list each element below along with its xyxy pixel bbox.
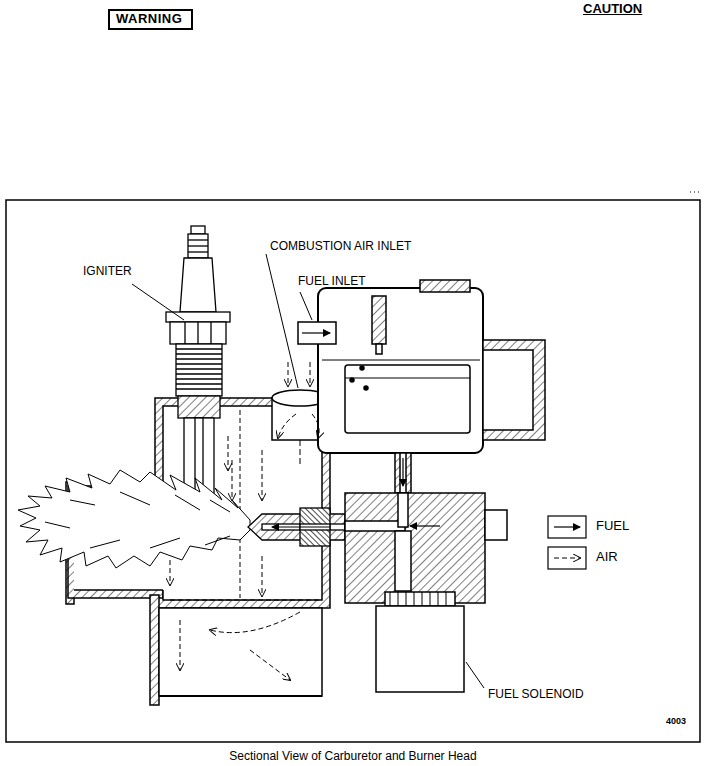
igniter-part	[191, 226, 205, 234]
figure-frame-part	[690, 192, 700, 193]
flame	[18, 470, 250, 568]
fuel-block-part	[395, 531, 411, 591]
legend-text: AIR	[596, 550, 618, 565]
burner-housing-part	[300, 440, 301, 465]
part-label: FUEL INLET	[298, 275, 366, 289]
legend-samples-part	[554, 558, 580, 559]
fuel-solenoid-body	[376, 592, 464, 692]
float-chamber-part	[483, 340, 545, 440]
float-chamber	[298, 280, 545, 493]
igniter-part	[184, 322, 185, 344]
fuel-nozzle-part	[262, 524, 345, 530]
air-flow-arrows-part	[180, 620, 181, 670]
part-label: FUEL SOLENOID	[488, 688, 584, 702]
figure-frame-part	[6, 200, 700, 742]
fuel-flow-arrows-part	[302, 332, 330, 333]
burner-housing-part	[74, 589, 163, 591]
leader-lines-part	[266, 254, 298, 388]
air-flow-arrows-part	[288, 362, 289, 386]
air-flow-arrows-part	[228, 436, 229, 470]
leader-lines-part	[132, 284, 184, 320]
warning-box: WARNING	[108, 9, 193, 30]
float-chamber-part	[345, 365, 470, 433]
air-flow-arrows-part	[278, 414, 296, 438]
air-flow-arrows	[170, 362, 319, 680]
igniter-part	[176, 344, 222, 396]
air-flow-arrows-part	[210, 612, 300, 633]
float-chamber-part	[400, 453, 406, 493]
float-chamber-part	[318, 288, 483, 453]
float-chamber-part	[298, 322, 336, 344]
fuel-solenoid-body-part	[376, 606, 464, 692]
warning-text: WARNING	[116, 12, 185, 27]
float-chamber-part	[350, 378, 354, 382]
igniter-part	[178, 396, 220, 418]
float-chamber-part	[372, 296, 386, 344]
air-flow-arrows-part	[262, 556, 263, 596]
flame-part	[18, 470, 250, 568]
fuel-flow-arrows-part	[402, 458, 403, 486]
leader-lines	[132, 254, 484, 688]
burner-housing-part	[159, 695, 322, 697]
fuel-flow-arrows	[272, 333, 440, 527]
fuel-block-part	[345, 521, 405, 531]
igniter-part	[166, 312, 230, 322]
legend-samples-part	[548, 547, 586, 569]
fuel-nozzle	[248, 508, 345, 546]
air-flow-arrows-part	[310, 362, 311, 386]
float-chamber-part	[376, 344, 382, 354]
float-chamber-part	[395, 453, 411, 493]
air-flow-arrows-part	[232, 460, 233, 500]
leader-lines-part	[300, 292, 312, 320]
burner-housing-part	[159, 608, 322, 696]
burner-housing-part	[150, 595, 159, 705]
fuel-solenoid-body-part	[385, 592, 455, 606]
air-flow-arrows-part	[312, 414, 319, 438]
float-chamber-part	[345, 378, 470, 379]
legend-samples-part	[548, 516, 586, 538]
float-chamber-part	[360, 366, 364, 370]
float-chamber-part	[364, 386, 368, 390]
fuel-block-part	[345, 493, 485, 603]
fuel-block-part	[485, 510, 507, 540]
igniter-part	[188, 234, 208, 258]
air-flow-arrows-part	[170, 560, 171, 585]
caution-heading: CAUTION	[583, 2, 642, 17]
air-flow-arrows-part	[262, 450, 263, 500]
float-chamber-part	[322, 360, 480, 361]
igniter-part	[170, 322, 226, 344]
fuel-block-part	[398, 493, 408, 527]
figure-frame	[6, 192, 700, 742]
igniter-part	[188, 239, 208, 240]
legend-text: FUEL	[596, 519, 629, 534]
legend-samples	[548, 516, 586, 569]
igniter-part	[180, 258, 216, 312]
air-flow-arrows-part	[250, 650, 290, 680]
burner-housing-part	[170, 600, 320, 601]
flame-part	[45, 492, 230, 548]
figure-caption: Sectional View of Carburetor and Burner …	[0, 750, 706, 764]
float-chamber-part	[483, 350, 533, 430]
burner-housing-part	[240, 410, 241, 598]
legend-samples-part	[554, 526, 580, 527]
fuel-block	[345, 493, 507, 603]
figure-number: 4003	[666, 716, 686, 726]
float-chamber-part	[420, 280, 470, 292]
part-label: COMBUSTION AIR INLET	[270, 240, 411, 254]
igniter-part	[188, 251, 208, 252]
fuel-flow-arrows-part	[410, 525, 440, 526]
igniter-part	[176, 349, 222, 389]
igniter-part	[188, 245, 208, 246]
igniter-part	[210, 322, 211, 344]
igniter-part	[197, 322, 198, 344]
fuel-flow-arrows-part	[272, 526, 330, 527]
fuel-solenoid-body-part	[390, 592, 446, 606]
part-label: IGNITER	[83, 265, 132, 279]
leader-lines-part	[466, 662, 484, 688]
